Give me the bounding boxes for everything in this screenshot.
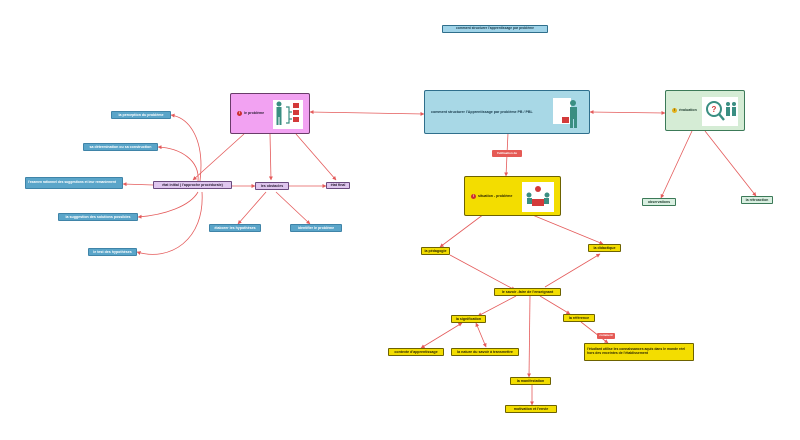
alert-icon: ! <box>237 111 242 116</box>
contexte-label: contexte d'apprentissage <box>394 349 438 354</box>
edge-left-etatinitial <box>192 133 245 181</box>
reference-label: la référence <box>568 315 590 320</box>
pedagogie-label: la pédagogie <box>424 248 447 253</box>
magnifier-people-icon: ? <box>702 95 738 126</box>
group-meeting-icon <box>522 181 554 212</box>
edge-situation-pedagogie <box>439 213 485 248</box>
comment-label: comment <box>597 333 615 339</box>
svg-text:?: ? <box>712 105 717 114</box>
etat-final-node[interactable]: état final <box>326 182 350 189</box>
retroaction-label: la rétroaction <box>745 197 769 202</box>
observations-node[interactable]: observations <box>642 198 676 206</box>
edge-initial-test <box>136 191 203 255</box>
retroaction-node[interactable]: la rétroaction <box>741 196 773 204</box>
identifier-label: identifier le problème <box>297 225 335 230</box>
suggestion-node[interactable]: la suggestion des solutions possibles <box>58 213 138 221</box>
manifestation-node[interactable]: la manifestation <box>510 377 551 385</box>
perception-node[interactable]: la perception du problème <box>111 111 171 119</box>
suggestion-label: la suggestion des solutions possibles <box>65 214 131 219</box>
etat-initial-label: état initial ( l'approche procédurale) <box>162 182 223 187</box>
motivation-node[interactable]: motivation et l'envie <box>505 405 557 413</box>
situation-label: situation - problème <box>478 193 513 198</box>
edge-signification-nature <box>475 322 487 348</box>
comment-label-text: comment <box>599 333 613 338</box>
observations-label: observations <box>647 199 671 204</box>
etudiant-label: l'étudiant utilise les connaissances aqu… <box>587 347 686 355</box>
didactique-label: la didactique <box>593 245 616 250</box>
edge-initial-suggestion <box>137 191 199 219</box>
identifier-node[interactable]: identifier le problème <box>290 224 342 232</box>
elaborer-node[interactable]: élaborer les hypothèses <box>209 224 261 232</box>
signification-label: la signification <box>455 316 482 321</box>
teacher-at-board-icon <box>549 95 583 129</box>
center-node[interactable]: comment structurer l'Apprentissage par p… <box>424 90 590 134</box>
perception-label: la perception du problème <box>118 112 164 117</box>
edge-initial-perception <box>170 113 202 182</box>
map-title-text: comment structurer l'apprentissage par p… <box>456 26 534 31</box>
etat-final-label: état final <box>330 183 346 188</box>
center-node-label: comment structurer l'Apprentissage par p… <box>431 109 533 114</box>
edge-savoir-manifestation <box>527 295 532 378</box>
edge-pedagogie-savoir <box>449 254 516 291</box>
savoir-faire-node[interactable]: le savoir -faire de l'enseignant <box>494 288 561 296</box>
right-main-label: évaluation <box>679 108 697 113</box>
left-main-node[interactable]: ! le problème <box>230 93 310 134</box>
warning-icon: ! <box>672 108 677 113</box>
situation-node[interactable]: ! situation - problème <box>464 176 561 216</box>
pedagogie-node[interactable]: la pédagogie <box>421 247 450 255</box>
test-label: le test des hypothèses <box>93 249 132 254</box>
determination-node[interactable]: sa détermination ou sa construction <box>83 143 158 151</box>
edge-center-rightmain <box>589 110 666 115</box>
didactique-node[interactable]: la didactique <box>588 244 621 252</box>
examen-label: l'examen rationnel des suggestions et le… <box>28 180 116 185</box>
reference-node[interactable]: la référence <box>563 314 595 322</box>
examen-node[interactable]: l'examen rationnel des suggestions et le… <box>25 177 123 189</box>
edge-center-leftmain <box>309 110 425 116</box>
etat-initial-node[interactable]: état initial ( l'approche procédurale) <box>153 181 232 189</box>
edge-label-utilisation: l'utilisation de <box>492 150 522 157</box>
edge-obstacles-elaborer <box>237 191 267 225</box>
nature-label: la nature du savoir à transmettre <box>457 349 513 354</box>
edge-eval-observations <box>660 130 693 199</box>
edge-situation-didactique <box>529 213 604 245</box>
edge-initial-determination <box>157 145 199 182</box>
determination-label: sa détermination ou sa construction <box>89 144 152 149</box>
alert-icon-2: ! <box>471 193 476 199</box>
etudiant-node[interactable]: l'étudiant utilise les connaissances aqu… <box>584 343 694 361</box>
signification-node[interactable]: la signification <box>451 315 486 323</box>
edge-signification-contexte <box>420 322 463 349</box>
edge-savoir-signification <box>477 295 517 317</box>
motivation-label: motivation et l'envie <box>513 406 549 411</box>
edge-savoir-reference <box>539 295 571 315</box>
test-node[interactable]: le test des hypothèses <box>88 248 137 256</box>
obstacles-label: les obstacles <box>260 183 284 188</box>
nature-node[interactable]: la nature du savoir à transmettre <box>451 348 519 356</box>
left-main-label: le problème <box>244 111 265 116</box>
edge-reference-etudiant <box>580 321 609 344</box>
obstacles-node[interactable]: les obstacles <box>255 182 289 190</box>
contexte-node[interactable]: contexte d'apprentissage <box>388 348 444 356</box>
process-diagram-icon <box>273 98 303 129</box>
edge-left-obstacles <box>268 133 273 181</box>
manifestation-label: la manifestation <box>516 378 545 383</box>
edge-label-utilisation-text: l'utilisation de <box>496 150 518 155</box>
savoir-faire-label: le savoir -faire de l'enseignant <box>501 289 554 294</box>
edge-eval-retroaction <box>704 130 757 197</box>
edge-left-etatfinal <box>295 133 337 181</box>
map-title[interactable]: comment structurer l'apprentissage par p… <box>442 25 548 33</box>
edge-initial-examen <box>122 182 154 187</box>
edge-savoir-didactique <box>544 253 601 288</box>
edge-obstacles-identifier <box>275 191 311 225</box>
elaborer-label: élaborer les hypothèses <box>214 225 256 230</box>
right-main-node[interactable]: ! évaluation ? <box>665 90 745 131</box>
